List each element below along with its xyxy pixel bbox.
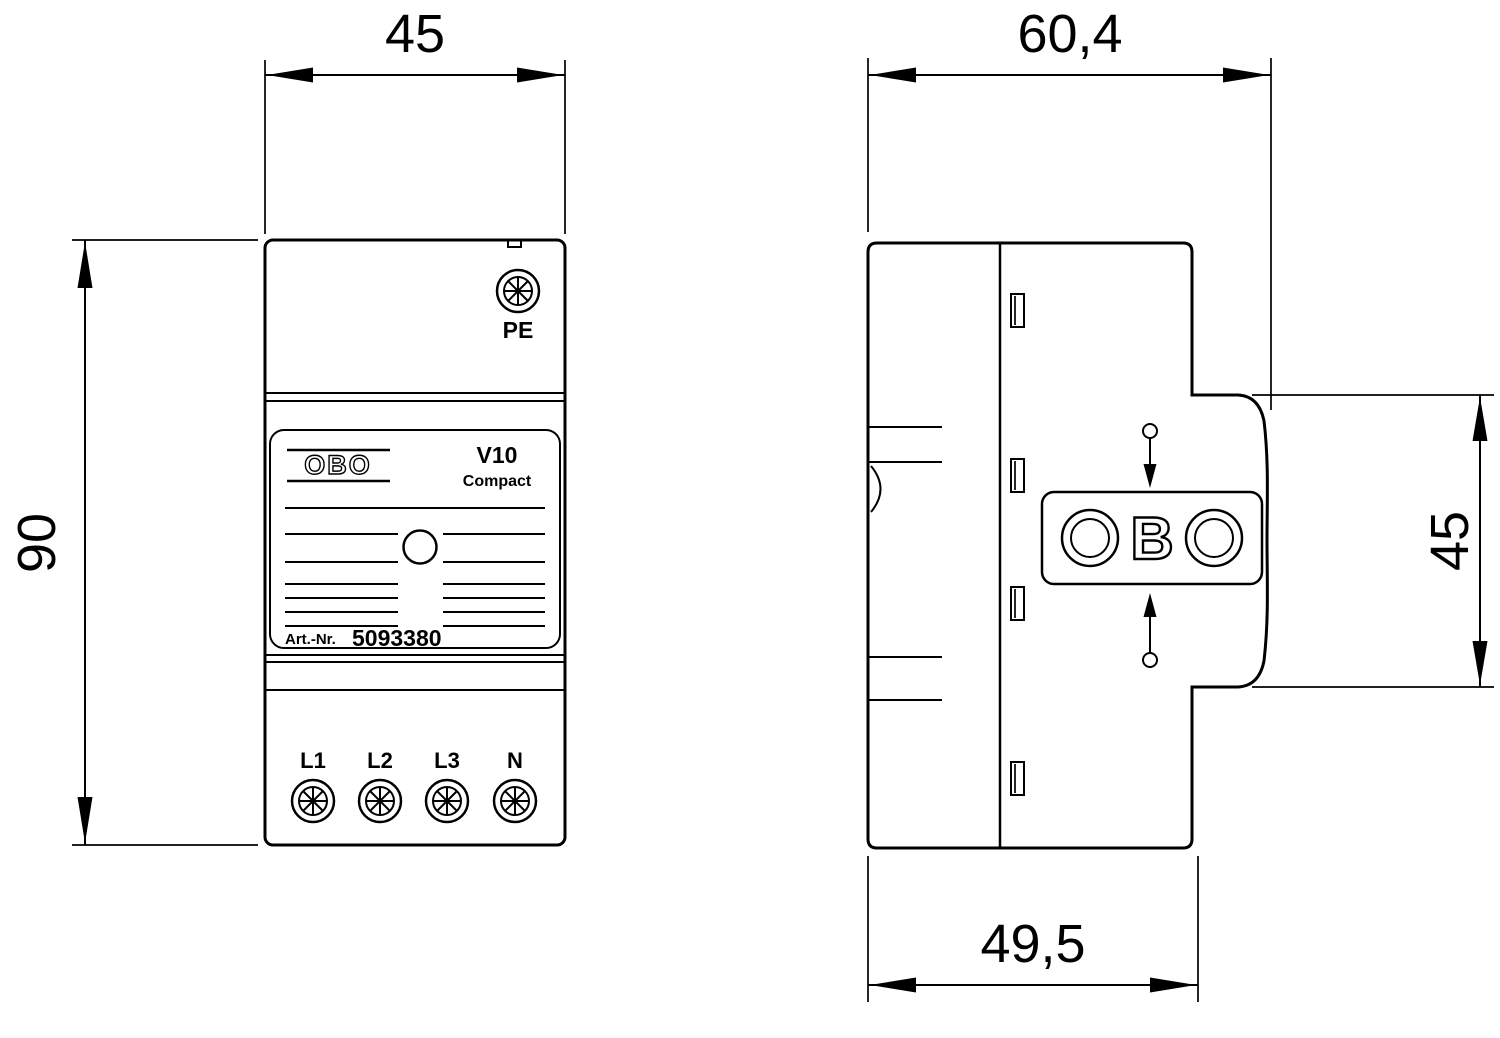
dim-side-rail-height-label: 45 bbox=[1420, 511, 1480, 571]
label-ruled-lines bbox=[285, 507, 545, 627]
model-subname: Compact bbox=[463, 473, 532, 490]
section-divider-lines bbox=[266, 392, 564, 691]
terminal-label-l2: L2 bbox=[367, 748, 393, 773]
terminal-screw-icon bbox=[424, 778, 470, 824]
badge-letter-b: B bbox=[1130, 505, 1173, 572]
label-center-circle bbox=[402, 529, 438, 565]
arrowhead-left-icon bbox=[870, 67, 916, 83]
side-view: B bbox=[866, 241, 1269, 850]
extension-lines bbox=[867, 58, 1272, 410]
terminal-block: L1 L2 L3 N bbox=[290, 748, 538, 824]
side-obo-badge: B bbox=[1040, 490, 1264, 586]
rail-clip-curve bbox=[870, 465, 882, 513]
dim-side-depth-label: 60,4 bbox=[1017, 4, 1122, 64]
front-view: PE OBO V10 Compact Art.-Nr. 5093380 L1 L… bbox=[263, 238, 567, 847]
mount-arrow-up-icon bbox=[1142, 593, 1158, 668]
dimension-side-base: 49,5 bbox=[867, 856, 1199, 1002]
extension-lines bbox=[72, 239, 258, 846]
dim-side-base-label: 49,5 bbox=[980, 914, 1085, 974]
terminal-label-l1: L1 bbox=[300, 748, 326, 773]
vent-slot bbox=[1010, 761, 1025, 796]
dimension-front-width: 45 bbox=[264, 4, 566, 234]
badge-o-right-icon bbox=[1184, 508, 1244, 568]
terminal-label-l3: L3 bbox=[434, 748, 460, 773]
pe-terminal-label: PE bbox=[503, 317, 534, 343]
arrowhead-up-icon bbox=[77, 242, 93, 288]
extension-lines bbox=[867, 856, 1199, 1002]
mount-arrow-down-icon bbox=[1142, 423, 1158, 488]
dim-front-height-label: 90 bbox=[7, 513, 67, 573]
dimension-front-height: 90 bbox=[7, 239, 258, 846]
arrowhead-down-icon bbox=[1472, 641, 1488, 685]
arrowhead-right-icon bbox=[1223, 67, 1269, 83]
extension-lines bbox=[1252, 394, 1494, 688]
rating-label-outline bbox=[269, 429, 561, 649]
model-name: V10 bbox=[477, 442, 518, 468]
terminal-screw-icon bbox=[290, 778, 336, 824]
side-view-outline bbox=[866, 241, 1269, 850]
arrowhead-up-icon bbox=[1472, 397, 1488, 441]
arrowhead-left-icon bbox=[267, 67, 313, 83]
dimension-side-rail-height: 45 bbox=[1252, 394, 1494, 688]
vent-slot bbox=[1010, 586, 1025, 621]
front-view-outline bbox=[263, 238, 567, 847]
rating-label: OBO V10 Compact Art.-Nr. 5093380 bbox=[269, 429, 561, 651]
article-number-label: Art.-Nr. bbox=[285, 631, 336, 648]
top-notch bbox=[507, 239, 522, 248]
obo-logo: OBO bbox=[287, 448, 390, 483]
arrowhead-left-icon bbox=[870, 977, 916, 993]
terminal-label-n: N bbox=[507, 748, 523, 773]
terminal-screw-icon bbox=[357, 778, 403, 824]
obo-logo-text: OBO bbox=[304, 450, 372, 480]
badge-outline bbox=[1040, 490, 1264, 586]
din-rail-notches bbox=[868, 426, 942, 701]
dimension-side-depth: 60,4 bbox=[867, 4, 1272, 410]
article-number-value: 5093380 bbox=[352, 625, 442, 651]
dim-front-width-label: 45 bbox=[385, 4, 445, 64]
arrowhead-right-icon bbox=[1150, 977, 1196, 993]
extension-lines bbox=[264, 60, 566, 234]
arrowhead-down-icon bbox=[77, 797, 93, 843]
obo-logo-rules bbox=[287, 448, 390, 483]
vent-slots bbox=[1010, 293, 1025, 796]
arrowhead-right-icon bbox=[517, 67, 563, 83]
vent-slot bbox=[1010, 458, 1025, 493]
pe-screw-icon bbox=[495, 268, 541, 314]
terminal-screw-icon bbox=[492, 778, 538, 824]
badge-o-left-icon bbox=[1060, 508, 1120, 568]
vent-slot bbox=[1010, 293, 1025, 328]
